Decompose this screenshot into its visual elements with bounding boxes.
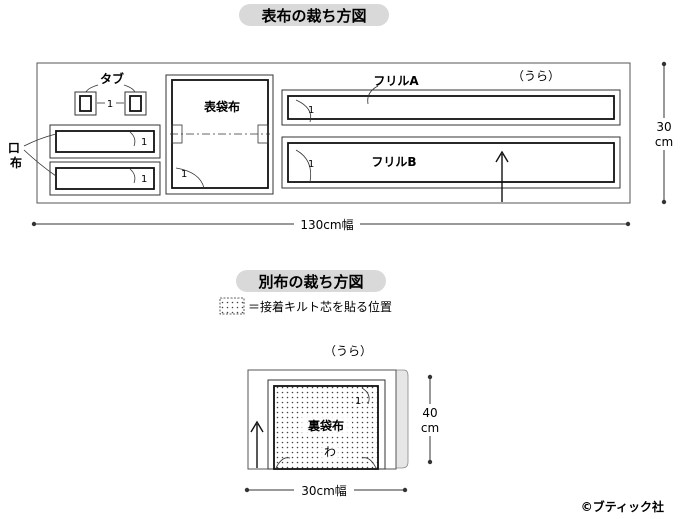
height-unit-outer: cm (655, 135, 673, 149)
width-label-bg-outer (294, 215, 360, 233)
frill-a-wrong-side: （うら） (512, 69, 560, 83)
height-tick-bottom-separate (427, 459, 433, 465)
lining-count: 1 (355, 396, 361, 407)
height-dimension-separate: 40 cm (417, 374, 443, 465)
width-tick-right-separate (402, 487, 408, 493)
section-separate-fabric: 別布の裁ち方図 ＝接着キルト芯を貼る位置 （うら） 裏袋布 わ 1 40 cm (219, 270, 443, 499)
height-label-bg-outer (652, 118, 676, 150)
frill-b-label: フリルB (371, 155, 416, 169)
frill-a-count-leader (295, 99, 312, 123)
grain-arrow-head-separate (250, 420, 264, 433)
tab-right-inner (129, 95, 142, 112)
width-tick-left-outer (31, 221, 37, 227)
mouth-count-leader-2 (129, 168, 136, 184)
frill-a-label: フリルA (373, 74, 419, 88)
section-outer-fabric: 表布の裁ち方図 タブ 1 口 布 1 (8, 4, 676, 233)
grain-arrow-head-outer (495, 150, 509, 163)
mouth-pieces: 口 布 1 1 (8, 124, 161, 196)
fold-mark-left (275, 457, 291, 469)
height-tick-bottom-outer (661, 199, 667, 205)
selvedge-edge (395, 369, 409, 469)
frill-b-count: 1 (308, 159, 314, 170)
tab-left-inner (79, 95, 92, 112)
width-dimension-separate: 30cm幅 (244, 481, 408, 499)
tab-count: 1 (107, 99, 113, 110)
height-tick-top-outer (661, 61, 667, 67)
mouth-label-top: 口 (8, 141, 20, 155)
title-separate-fabric: 別布の裁ち方図 (257, 273, 363, 291)
width-label-outer: 130cm幅 (300, 217, 353, 232)
copyright: ©ブティック社 (581, 499, 664, 514)
width-label-bg-separate (294, 481, 354, 499)
interfacing-legend-swatch (219, 297, 245, 315)
width-dimension-outer: 130cm幅 (31, 215, 631, 233)
outer-bag-count: 1 (181, 169, 187, 180)
tab-label: タブ (100, 71, 124, 86)
outer-bag-piece: 表袋布 1 (165, 74, 274, 195)
height-value-separate: 40 (422, 406, 437, 420)
frill-a-inner (287, 95, 615, 120)
fold-mark-right (361, 457, 377, 469)
frill-a-count: 1 (308, 105, 314, 116)
height-unit-separate: cm (421, 421, 439, 435)
frill-a-leader (367, 85, 379, 105)
lining-bag-label: 裏袋布 (307, 418, 344, 433)
mouth-count-1: 1 (141, 137, 147, 148)
frill-a-piece: フリルA （うら） 1 (281, 69, 621, 126)
height-label-bg-separate (417, 404, 443, 436)
lining-count-leader (361, 387, 370, 405)
frill-b-count-leader (295, 149, 312, 183)
mouth-leader (23, 133, 57, 177)
width-tick-left-separate (244, 487, 250, 493)
fold-label-bg (322, 444, 338, 460)
outer-bag-tab-mark-right (257, 124, 269, 144)
width-label-separate: 30cm幅 (301, 483, 347, 498)
title-pill-outer (239, 4, 389, 26)
outer-bag-tab-mark-left (171, 124, 183, 144)
frill-b-inner (287, 142, 615, 183)
mouth-piece-1-inner (55, 130, 155, 153)
mouth-count-2: 1 (141, 174, 147, 185)
outer-bag-count-leader (175, 167, 205, 189)
height-tick-top-separate (427, 374, 433, 380)
mouth-piece-2-inner (55, 167, 155, 190)
fold-label: わ (324, 445, 336, 459)
tab-leader (85, 84, 136, 93)
outer-bag-label: 表袋布 (203, 99, 240, 114)
height-dimension-outer: 30 cm (652, 61, 676, 205)
mouth-label-bottom: 布 (10, 155, 22, 170)
mouth-label: 口 布 (8, 141, 24, 170)
frill-b-piece: フリルB 1 (281, 136, 621, 202)
tab-pieces: タブ 1 (74, 71, 147, 116)
width-tick-right-outer (625, 221, 631, 227)
height-value-outer: 30 (656, 120, 671, 134)
title-outer-fabric: 表布の裁ち方図 (261, 7, 366, 25)
mouth-count-leader-1 (129, 131, 136, 147)
separate-wrong-side: （うら） (324, 344, 372, 358)
interfacing-legend-text: ＝接着キルト芯を貼る位置 (248, 299, 392, 314)
title-pill-separate (236, 270, 386, 292)
lining-bag-label-bg (302, 416, 352, 434)
